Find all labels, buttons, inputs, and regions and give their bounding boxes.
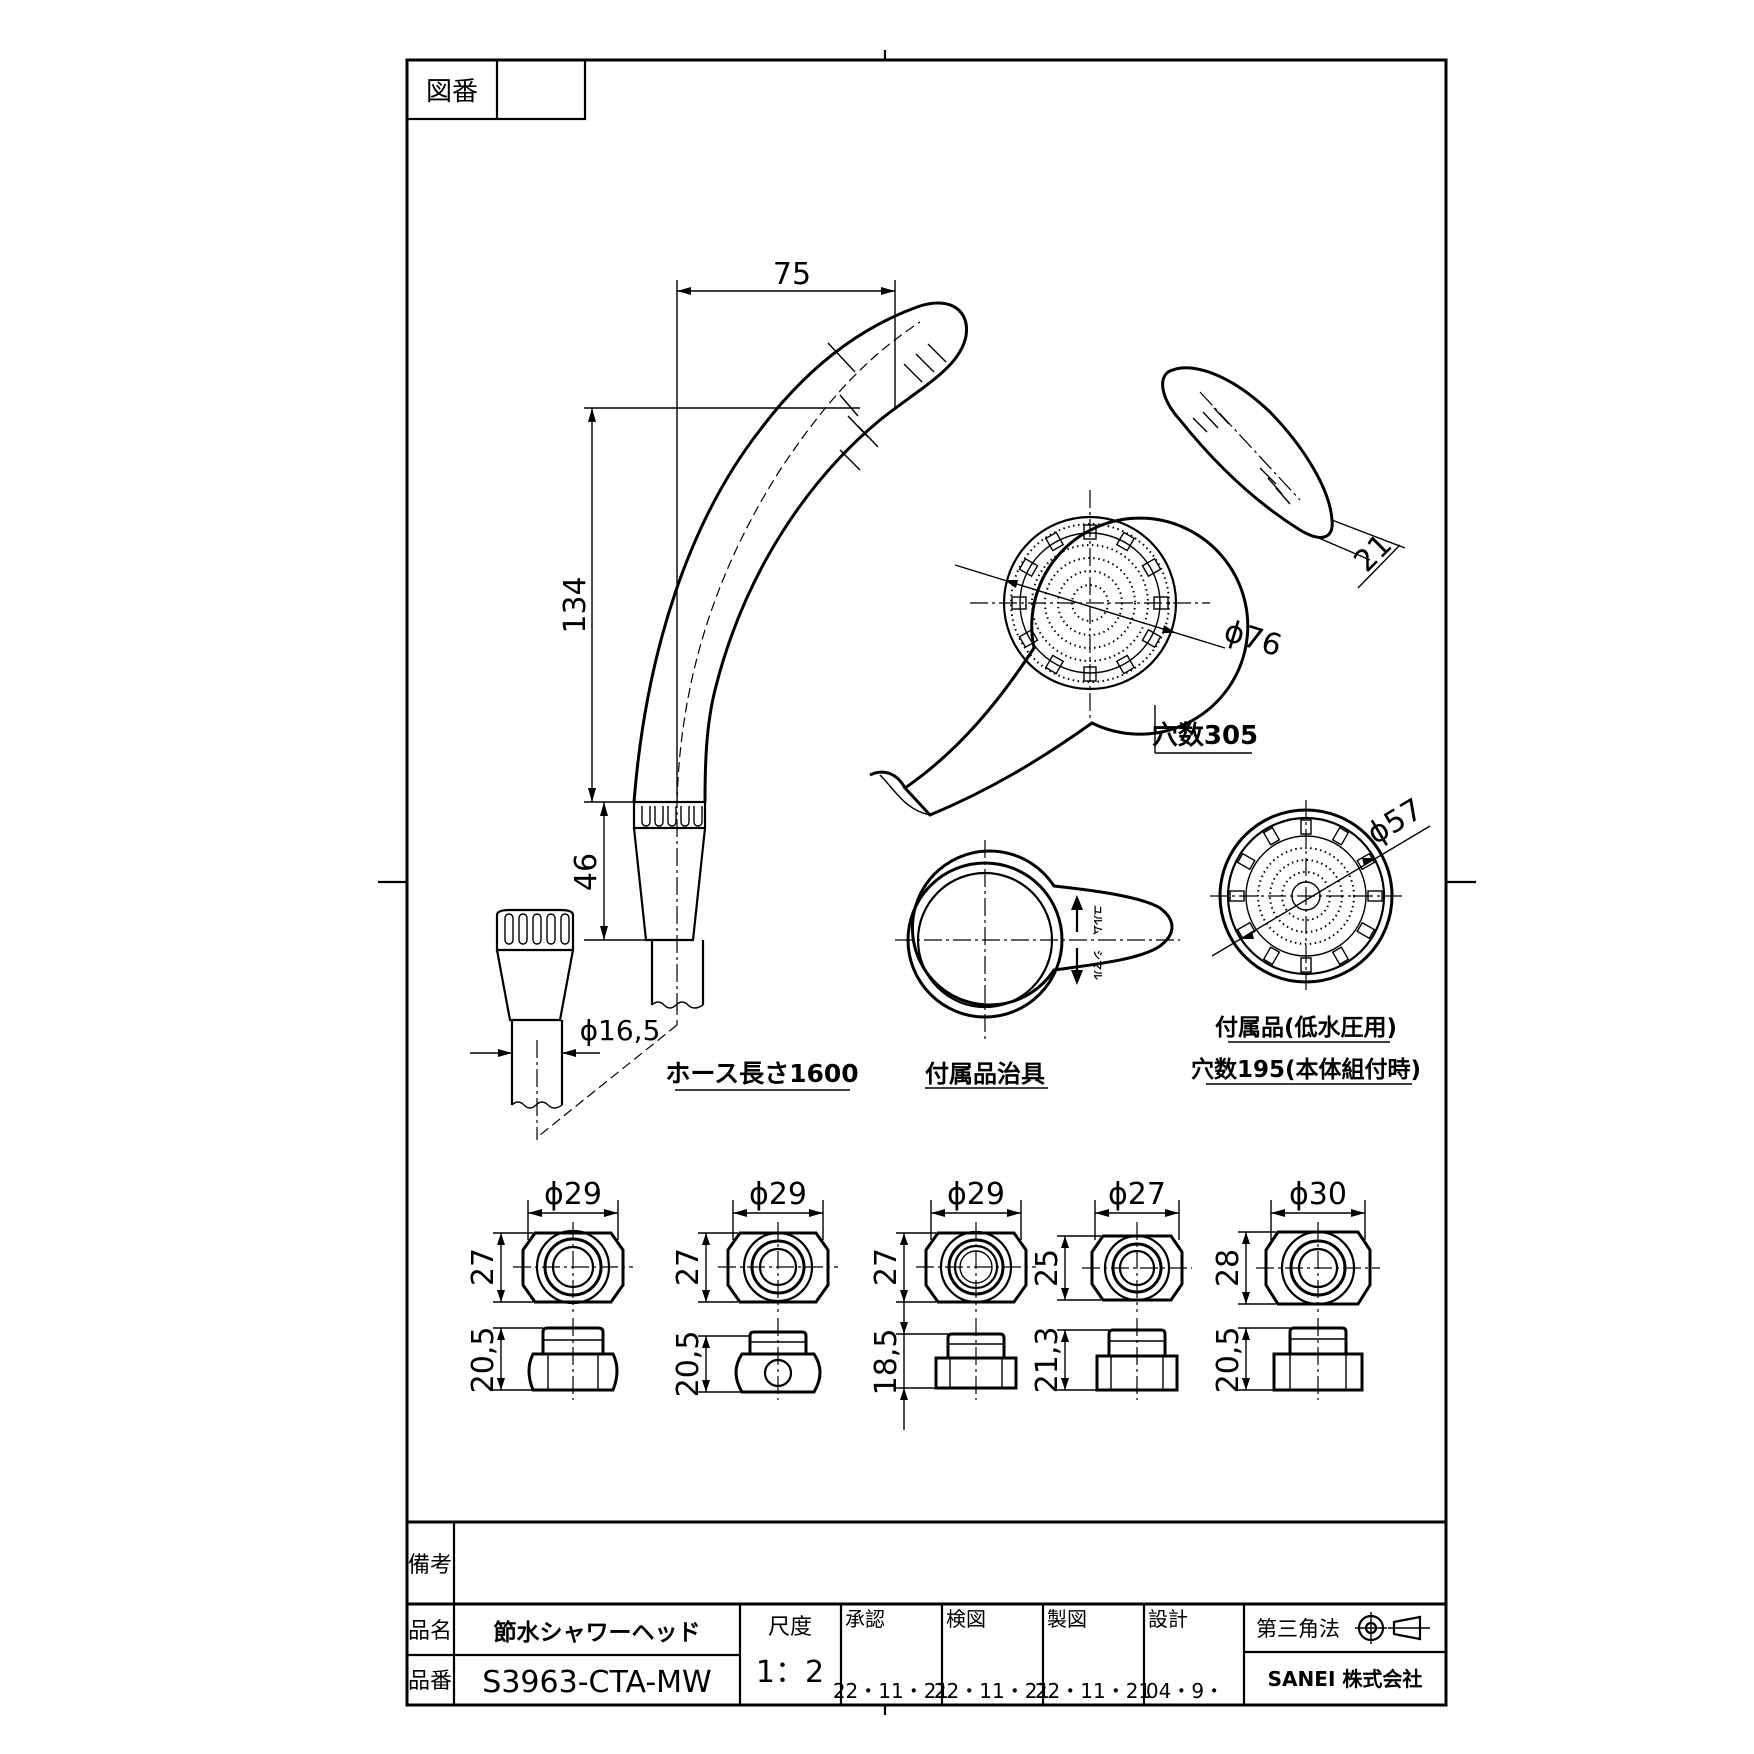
approval-date: 22・11・21 <box>833 1679 949 1703</box>
adapter-4-height: 25 <box>1030 1249 1065 1287</box>
check-date: 22・11・21 <box>934 1679 1050 1703</box>
adapter-2-length: 20,5 <box>671 1331 706 1398</box>
profile-ticks <box>1192 407 1291 505</box>
adapter-2-dia: ϕ29 <box>749 1177 807 1212</box>
accessory-slots <box>1229 819 1383 973</box>
head-profile-view: 21 <box>1161 366 1406 589</box>
check-label: 検図 <box>946 1607 986 1631</box>
adapter-1-height: 27 <box>466 1248 501 1286</box>
draw-label: 製図 <box>1047 1607 1087 1631</box>
drawing-number-box: 図番 <box>405 58 587 121</box>
adapter-3-height: 27 <box>869 1248 904 1286</box>
tool-view: ユルム シマル 付属品治具 <box>895 840 1180 1089</box>
adapter-3-dia: ϕ29 <box>947 1177 1005 1212</box>
adapter-4: ϕ27 25 21,3 <box>1030 1177 1192 1400</box>
adapter-5: ϕ30 28 20,5 <box>1211 1177 1380 1400</box>
adapter-3-length: 18,5 <box>869 1329 904 1396</box>
draw-date: 22・11・21 <box>1035 1679 1151 1703</box>
dim-face-dia: ϕ76 <box>1220 614 1286 664</box>
dim-21: 21 <box>1347 527 1399 579</box>
adapter-5-dia: ϕ30 <box>1289 1177 1347 1212</box>
hose-length-label: ホース長さ1600 <box>665 1059 858 1088</box>
dim-accessory-dia: ϕ57 <box>1361 792 1429 852</box>
arrow-tighten-text: シマル <box>1091 950 1103 980</box>
arrow-loosen-text: ユルム <box>1091 905 1103 935</box>
adapter-5-height: 28 <box>1211 1249 1246 1287</box>
head-ticks <box>827 342 947 471</box>
dim-head-height-134: 134 <box>558 576 593 633</box>
product-no: S3963-CTA-MW <box>482 1665 711 1700</box>
company-name: SANEI 株式会社 <box>1268 1667 1423 1691</box>
product-name-label: 品名 <box>408 1619 452 1644</box>
adapter-4-dia: ϕ27 <box>1108 1177 1166 1212</box>
adapter-1-dia: ϕ29 <box>544 1177 602 1212</box>
adapter-3: ϕ29 27 18,5 <box>869 1177 1036 1430</box>
holes-count-label: 穴数305 <box>1152 721 1258 751</box>
scale-label: 尺度 <box>768 1615 812 1640</box>
adapter-1-length: 20,5 <box>466 1327 501 1394</box>
sheet-frame <box>378 50 1476 1715</box>
tool-label: 付属品治具 <box>925 1060 1045 1088</box>
product-name: 節水シャワーヘッド <box>494 1619 701 1646</box>
spray-face-view: ϕ76 穴数305 <box>869 490 1286 817</box>
product-no-label: 品番 <box>408 1669 452 1694</box>
adapter-1: ϕ29 27 20,5 <box>466 1177 633 1400</box>
shower-head-side-view: 75 134 46 <box>558 257 969 1010</box>
drawing-number-label: 図番 <box>426 77 478 107</box>
design-date: 04・9・ <box>1146 1679 1224 1703</box>
approval-label: 承認 <box>845 1607 885 1631</box>
remarks-label: 備考 <box>408 1553 452 1578</box>
third-angle-projection-icon <box>1355 1612 1430 1644</box>
dim-width-75: 75 <box>773 257 811 292</box>
dim-hose-dia: ϕ16,5 <box>580 1014 661 1047</box>
adapter-2: ϕ29 27 20,5 <box>671 1177 838 1400</box>
design-label: 設計 <box>1148 1607 1188 1631</box>
title-block: 備考 品名 節水シャワーヘッド 品番 S3963-CTA-MW 尺度 1：2 承… <box>407 1520 1446 1705</box>
accessory-label-2: 穴数195(本体組付時) <box>1191 1056 1421 1083</box>
projection-label: 第三角法 <box>1256 1617 1340 1641</box>
adapter-4-length: 21,3 <box>1030 1327 1065 1394</box>
dim-grip-height-46: 46 <box>569 853 604 891</box>
tool-direction-arrows: ユルム シマル <box>1071 895 1103 985</box>
grip-ribs <box>641 806 703 827</box>
adapter-5-length: 20,5 <box>1211 1327 1246 1394</box>
scale-value: 1：2 <box>756 1655 824 1690</box>
hose-nut-detail: ϕ16,5 ホース長さ1600 <box>470 908 859 1140</box>
accessory-low-pressure-view: ϕ57 付属品(低水圧用) 穴数195(本体組付時) <box>1191 792 1431 1085</box>
adapter-2-height: 27 <box>671 1248 706 1286</box>
accessory-label-1: 付属品(低水圧用) <box>1215 1015 1397 1041</box>
